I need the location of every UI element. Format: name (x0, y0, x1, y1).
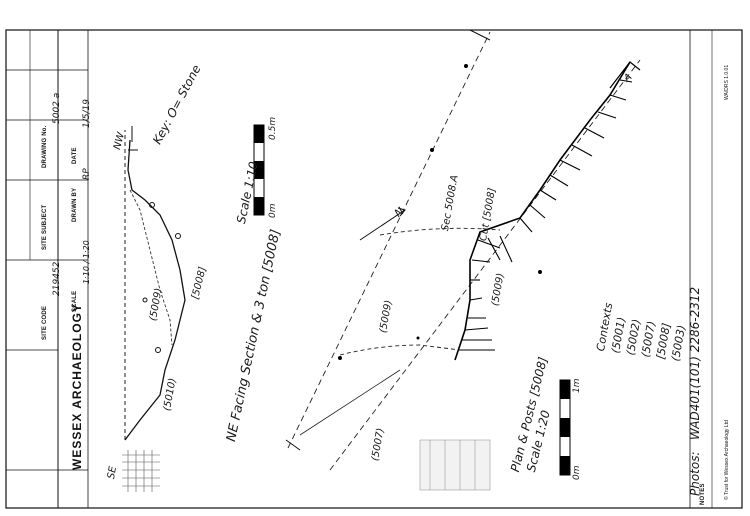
hachures (458, 79, 633, 351)
site-subject-label: SITE SUBJECT (42, 204, 48, 250)
drawn-by-value: RP (82, 168, 92, 180)
company-name: WESSEX ARCHAEOLOGY (70, 303, 84, 470)
site-code-value: 219452 (52, 261, 62, 296)
stone (155, 347, 161, 353)
plan-scale-bar (559, 379, 571, 476)
form-ref: WA/DRS 1.0.01 (724, 64, 730, 100)
site-code-label: SITE CODE (42, 305, 48, 340)
section-line-marker (285, 439, 301, 451)
section-scale-bottom: 0m (268, 203, 278, 219)
scale-label: SCALE (72, 290, 78, 312)
photos-label: Photos: (688, 451, 702, 496)
date-label: DATE (72, 147, 78, 164)
north-arrow (359, 209, 406, 241)
plan-line (299, 369, 401, 436)
north-arrow-head (397, 207, 406, 217)
plan-drawing (285, 29, 641, 471)
stone (175, 233, 181, 239)
plan-arc (339, 344, 461, 356)
plan-baseline (329, 59, 641, 471)
stone (149, 202, 155, 208)
plan-scale-top: 1m (572, 378, 582, 394)
section-drawing (122, 126, 186, 492)
scale-value: 1:10 / 1:20 (82, 240, 91, 284)
section-scale-bar (253, 124, 265, 216)
date-value: 1/5/19 (82, 99, 92, 128)
section-label-se: SE (106, 465, 120, 480)
section-arrow-a (609, 61, 641, 89)
drawn-by-label: DRAWN BY (72, 187, 78, 222)
stone (142, 297, 148, 303)
section-profile (124, 139, 186, 441)
plan-shaded-area (419, 439, 491, 491)
sheet-border (5, 29, 743, 509)
photo-ref: WAD401(101) 2286-2312 (688, 286, 702, 440)
drawing-no-label: DRAWING No. (42, 125, 48, 168)
section-scale-top: 0.5m (268, 116, 278, 140)
plan-scale-bottom: 0m (572, 465, 582, 481)
plan-baseline (287, 31, 491, 449)
drawing-no-value: 5002 a (52, 92, 62, 124)
copyright: © Trust for Wessex Archaeology Ltd (724, 420, 730, 500)
section-layer-boundary (129, 189, 173, 346)
section-line-marker (469, 29, 491, 41)
